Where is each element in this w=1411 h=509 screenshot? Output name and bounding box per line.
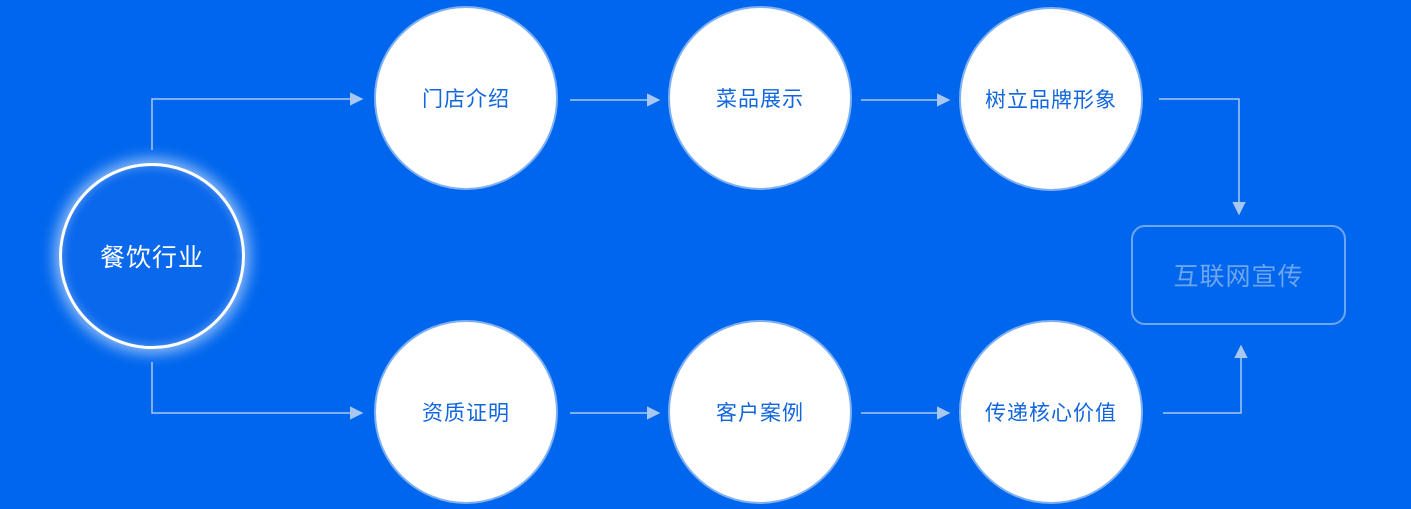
bottom-node-customer-cases: 客户案例 (668, 320, 852, 504)
target-box: 互联网宣传 (1131, 225, 1346, 325)
top-node-dish-showcase: 菜品展示 (668, 6, 852, 190)
arrow-top-3-target (1159, 98, 1246, 216)
node-label: 门店介绍 (422, 87, 510, 111)
arrow-bottom-3-target (1163, 344, 1248, 414)
node-label: 树立品牌形象 (985, 88, 1117, 112)
node-label: 资质证明 (422, 401, 510, 425)
target-label: 互联网宣传 (1173, 262, 1304, 291)
source-label: 餐饮行业 (99, 243, 204, 272)
source-node: 餐饮行业 (59, 163, 245, 349)
top-node-brand-image: 树立品牌形象 (959, 7, 1143, 191)
bottom-node-qualification: 资质证明 (374, 320, 558, 504)
node-label: 菜品展示 (716, 87, 804, 111)
arrow-source-to-bottom (151, 362, 364, 420)
node-label: 客户案例 (716, 401, 804, 425)
arrow-source-to-top (151, 92, 364, 150)
top-node-store-intro: 门店介绍 (374, 6, 558, 190)
bottom-node-core-value: 传递核心价值 (959, 320, 1143, 504)
node-label: 传递核心价值 (985, 401, 1117, 425)
